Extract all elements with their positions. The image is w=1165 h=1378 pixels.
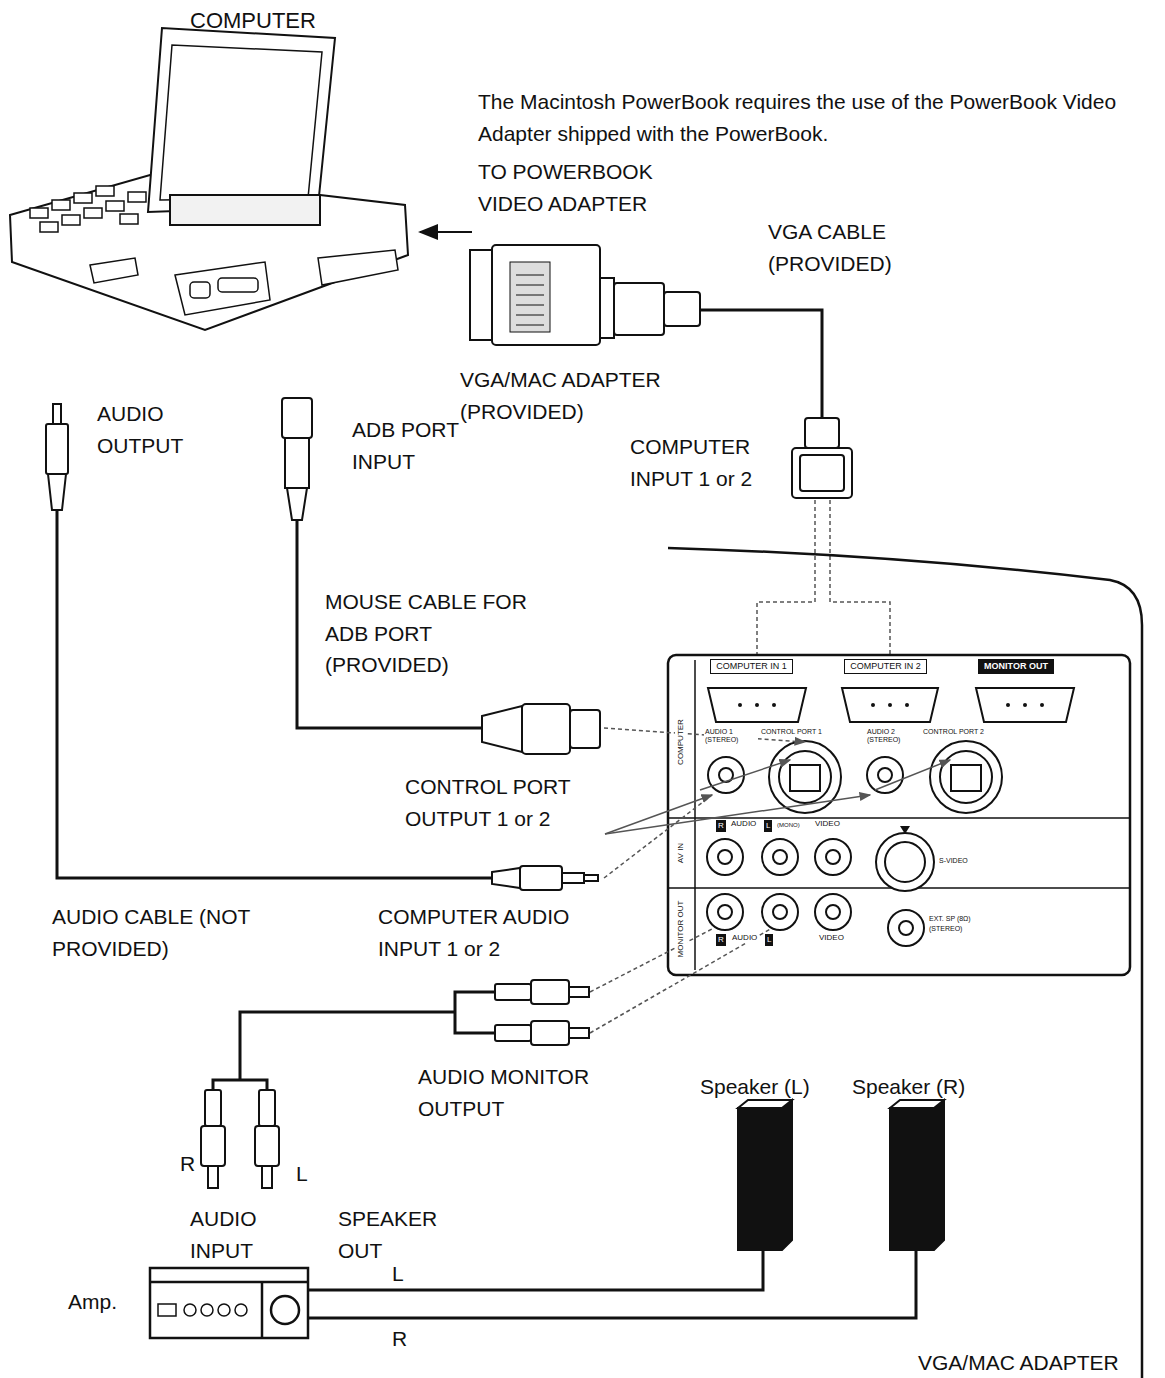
callout-label: L — [392, 1258, 404, 1290]
panel-label: VIDEO — [818, 934, 845, 943]
callout-label: VGA/MAC ADAPTER (PROVIDED) — [460, 364, 715, 427]
panel-label: AUDIO — [730, 820, 757, 829]
panel-label: (MONO) — [776, 822, 801, 829]
panel-label: S-VIDEO — [938, 857, 969, 865]
panel-label: CONTROL PORT 2 — [922, 728, 996, 736]
callout-label: VGA/MAC ADAPTER — [918, 1347, 1119, 1378]
callout-label: R — [392, 1323, 407, 1355]
callout-label: L — [296, 1158, 308, 1190]
panel-label: COMPUTER — [675, 719, 687, 765]
panel-label: CONTROL PORT 1 — [760, 728, 834, 736]
port-name: COMPUTER IN 1 — [716, 661, 787, 671]
callout-label: The Macintosh PowerBook requires the use… — [478, 86, 1118, 149]
port-name: COMPUTER IN 2 — [850, 661, 921, 671]
panel-label: R — [716, 934, 726, 946]
callout-label: Amp. — [68, 1286, 117, 1318]
panel-label: (STEREO) — [928, 925, 963, 933]
callout-label: VGA CABLE (PROVIDED) — [768, 216, 933, 279]
panel-label: EXT. SP (8Ω) — [928, 915, 972, 923]
callout-label: ADB PORT INPUT — [352, 414, 517, 477]
port-name: MONITOR OUT — [984, 661, 1048, 671]
callout-label: TO POWERBOOK VIDEO ADAPTER — [478, 156, 708, 219]
callout-label: COMPUTER — [190, 4, 316, 37]
panel-label: AUDIO 2 (STEREO) — [866, 728, 920, 743]
callout-label: CONTROL PORT OUTPUT 1 or 2 — [405, 771, 610, 834]
callout-label: Speaker (R) — [852, 1071, 965, 1103]
panel-label: L — [765, 934, 773, 946]
callout-label: AUDIO CABLE (NOT PROVIDED) — [52, 901, 277, 964]
panel-label: AUDIO 1 (STEREO) — [704, 728, 758, 743]
panel-label: VIDEO — [814, 820, 841, 829]
callout-label: Speaker (L) — [700, 1071, 810, 1103]
panel-label: AV IN — [675, 843, 687, 863]
panel-label: MONITOR OUT — [675, 901, 687, 958]
callout-label: AUDIO INPUT — [190, 1203, 285, 1266]
panel-label: L — [764, 820, 772, 832]
port-label-box: COMPUTER IN 1 — [710, 659, 793, 674]
callout-label: R — [180, 1148, 195, 1180]
callout-label: AUDIO OUTPUT — [97, 398, 212, 461]
callout-label: COMPUTER AUDIO INPUT 1 or 2 — [378, 901, 633, 964]
panel-label: AUDIO — [731, 934, 758, 943]
callout-label: COMPUTER INPUT 1 or 2 — [630, 431, 795, 494]
panel-label: R — [716, 820, 726, 832]
callout-label: MOUSE CABLE FOR ADB PORT (PROVIDED) — [325, 586, 530, 681]
port-label-box: MONITOR OUT — [978, 659, 1054, 674]
callout-label: SPEAKER OUT — [338, 1203, 473, 1266]
callout-label: AUDIO MONITOR OUTPUT — [418, 1061, 633, 1124]
port-label-box: COMPUTER IN 2 — [844, 659, 927, 674]
